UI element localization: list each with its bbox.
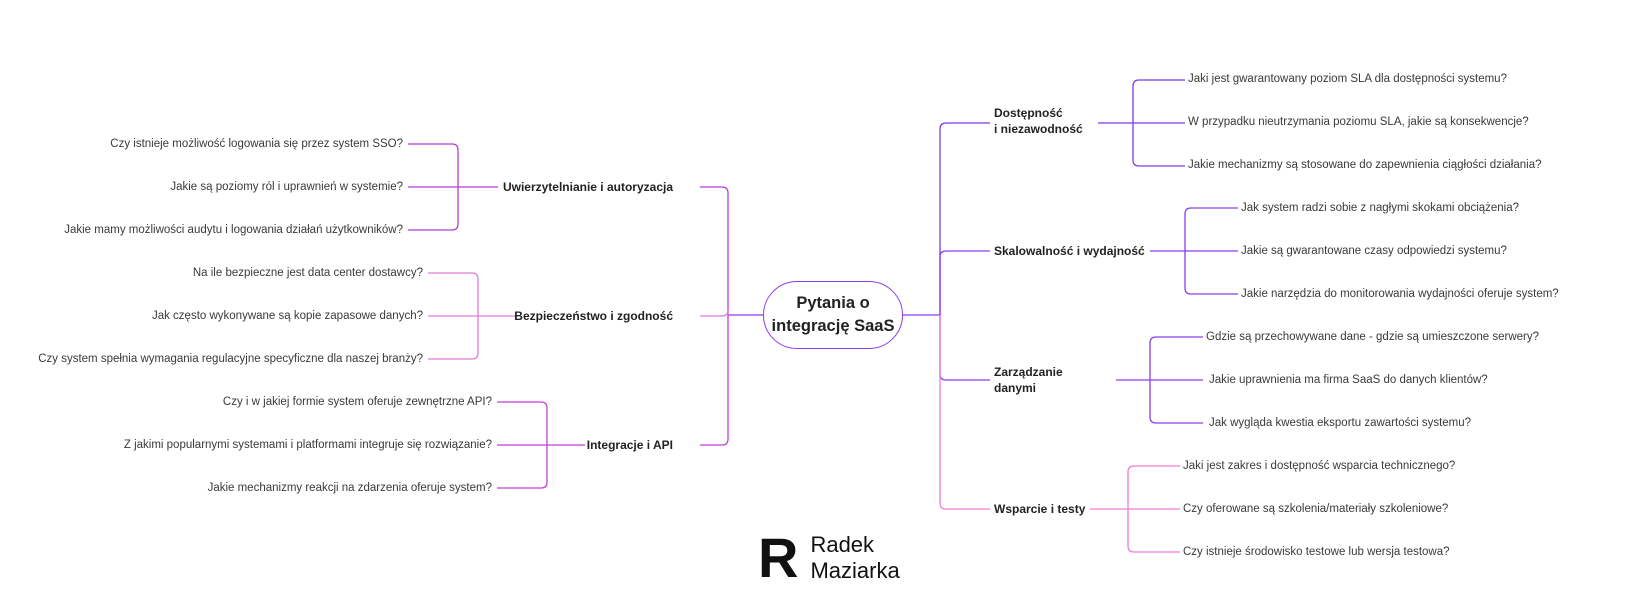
question-scalability-2: Jakie są gwarantowane czasy odpowiedzi s… <box>1241 244 1507 258</box>
question-auth-2: Jakie są poziomy ról i uprawnień w syste… <box>170 180 403 194</box>
topic-support: Wsparcie i testy <box>994 501 1085 517</box>
connector-right-question <box>1133 80 1185 123</box>
question-support-3: Czy istnieje środowisko testowe lub wers… <box>1183 545 1450 559</box>
question-support-2: Czy oferowane są szkolenia/materiały szk… <box>1183 502 1448 516</box>
connector-left-question <box>497 402 547 445</box>
question-data-1: Gdzie są przechowywane dane - gdzie są u… <box>1206 330 1539 344</box>
question-scalability-1: Jak system radzi sobie z nagłymi skokami… <box>1241 201 1519 215</box>
topic-authentication: Uwierzytelnianie i autoryzacja <box>503 179 673 195</box>
connector-left-question <box>408 187 458 230</box>
question-auth-1: Czy istnieje możliwość logowania się prz… <box>110 137 403 151</box>
question-availability-2: W przypadku nieutrzymania poziomu SLA, j… <box>1188 115 1529 129</box>
brand-name: Radek Maziarka <box>810 532 899 584</box>
connector-right-question <box>1128 509 1180 552</box>
question-data-3: Jak wygląda kwestia eksportu zawartości … <box>1209 416 1471 430</box>
question-security-3: Czy system spełnia wymagania regulacyjne… <box>38 352 423 366</box>
connector-right-question <box>1185 208 1238 251</box>
topic-availability-line2: i niezawodność <box>994 121 1083 137</box>
topic-security: Bezpieczeństwo i zgodność <box>514 308 673 324</box>
connector-left-topic <box>700 187 728 315</box>
question-security-1: Na ile bezpieczne jest data center dosta… <box>193 266 423 280</box>
connector-left-topic <box>700 310 728 316</box>
brand-logo: R Radek Maziarka <box>758 530 900 586</box>
topic-scalability: Skalowalność i wydajność <box>994 243 1145 259</box>
connector-left-topic <box>700 315 728 445</box>
question-data-2: Jakie uprawnienia ma firma SaaS do danyc… <box>1209 373 1488 387</box>
topic-data-management-line1: Zarządzanie <box>994 364 1063 380</box>
connector-right-question <box>1128 466 1180 509</box>
connector-right-topic <box>940 315 990 380</box>
central-topic-line1: Pytania o <box>796 292 869 315</box>
question-auth-3: Jakie mamy możliwości audytu i logowania… <box>64 223 403 237</box>
brand-mark: R <box>758 530 798 586</box>
question-support-1: Jaki jest zakres i dostępność wsparcia t… <box>1183 459 1455 473</box>
central-topic: Pytania o integrację SaaS <box>763 281 903 349</box>
central-topic-line2: integrację SaaS <box>772 315 895 338</box>
connector-right-question <box>1133 123 1185 166</box>
question-scalability-3: Jakie narzędzia do monitorowania wydajno… <box>1241 287 1559 301</box>
connector-right-topic <box>940 315 990 509</box>
question-security-2: Jak często wykonywane są kopie zapasowe … <box>152 309 423 323</box>
question-integrations-3: Jakie mechanizmy reakcji na zdarzenia of… <box>208 481 492 495</box>
brand-name-line2: Maziarka <box>810 558 899 584</box>
connector-left-question <box>497 445 547 488</box>
connector-left-question <box>428 273 478 316</box>
question-integrations-2: Z jakimi popularnymi systemami i platfor… <box>124 438 492 452</box>
connector-right-question <box>1150 380 1203 423</box>
topic-integrations: Integracje i API <box>587 437 673 453</box>
brand-name-line1: Radek <box>810 532 899 558</box>
connector-right-topic <box>940 251 990 315</box>
question-availability-3: Jakie mechanizmy są stosowane do zapewni… <box>1188 158 1542 172</box>
topic-data-management: Zarządzanie danymi <box>994 364 1063 396</box>
topic-availability: Dostępność i niezawodność <box>994 105 1083 137</box>
question-availability-1: Jaki jest gwarantowany poziom SLA dla do… <box>1188 72 1507 86</box>
question-integrations-1: Czy i w jakiej formie system oferuje zew… <box>223 395 492 409</box>
topic-data-management-line2: danymi <box>994 380 1063 396</box>
connector-right-topic <box>940 123 990 315</box>
connector-left-question <box>408 144 458 187</box>
connector-right-question <box>1150 337 1203 380</box>
topic-availability-line1: Dostępność <box>994 105 1083 121</box>
connector-left-question <box>428 316 478 359</box>
connector-right-question <box>1185 251 1238 294</box>
